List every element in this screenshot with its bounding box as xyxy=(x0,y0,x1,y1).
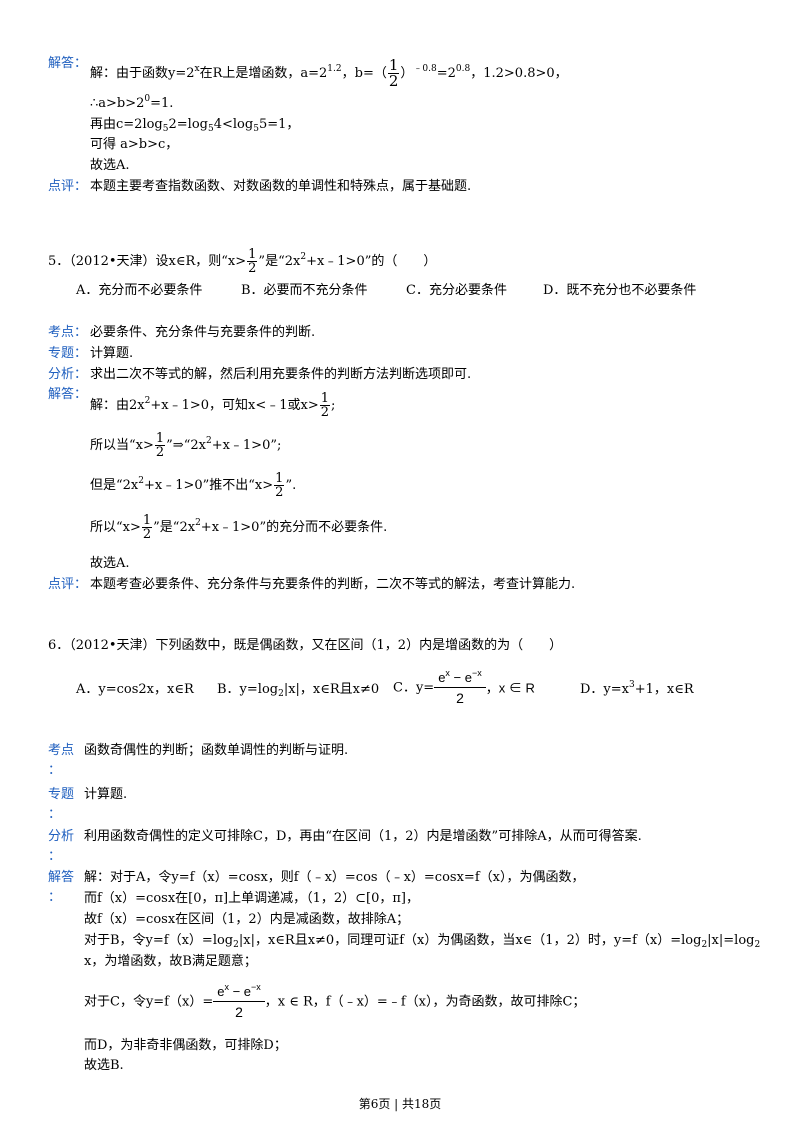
kaodian-label: 考点 xyxy=(48,743,75,758)
jieda-label: 解答： xyxy=(48,387,88,402)
option-d: D．既不充分也不必要条件 xyxy=(543,283,697,298)
fenxi-label: 分析 xyxy=(48,829,75,844)
dianping-label: 点评： xyxy=(48,577,88,592)
solution-line: 可得 a>b>c， xyxy=(90,137,179,152)
fenxi-text: 利用函数奇偶性的定义可排除C，D，再由“在区间（1，2）内是增函数”可排除A，从… xyxy=(84,829,642,844)
solution-line: 再由c=2log52=log54<log55=1， xyxy=(90,117,300,134)
dianping-text: 本题考查必要条件、充分条件与充要条件的判断，二次不等式的解法，考查计算能力. xyxy=(90,577,576,592)
jieda-label: 解答 xyxy=(48,870,75,885)
solution-line: 故f（x）=cosx在区间（1，2）内是减函数，故排除A； xyxy=(84,912,410,927)
option-a: A．充分而不必要条件 xyxy=(76,283,203,298)
zhuanti-text: 计算题. xyxy=(90,346,134,361)
solution-line: 故选B. xyxy=(84,1058,124,1073)
label-colon: ： xyxy=(48,807,62,822)
solution-line: x，为增函数，故B满足题意； xyxy=(84,954,257,969)
dianping-label: 点评： xyxy=(48,179,88,194)
kaodian-label: 考点： xyxy=(48,325,88,340)
option-b: B．y=log2|x|，x∈R且x≠0 xyxy=(217,682,380,699)
solution-line: 故选A. xyxy=(90,158,130,173)
label-colon: ： xyxy=(48,890,62,905)
solution-line: 故选A. xyxy=(90,556,130,571)
kaodian-text: 函数奇偶性的判断；函数单调性的判断与证明. xyxy=(84,743,349,758)
fenxi-label: 分析： xyxy=(48,367,88,382)
zhuanti-text: 计算题. xyxy=(84,787,128,802)
fenxi-text: 求出二次不等式的解，然后利用充要条件的判断方法判断选项即可. xyxy=(90,367,472,382)
kaodian-text: 必要条件、充分条件与充要条件的判断. xyxy=(90,325,316,340)
zhuanti-label: 专题 xyxy=(48,787,75,802)
solution-line: 而D，为非奇非偶函数，可排除D； xyxy=(84,1038,287,1053)
solution-line: 解：对于A，令y=f（x）=cosx，则f（﹣x）=cos（﹣x）=cosx=f… xyxy=(84,870,585,885)
solution-line: ∴a>b>20=1. xyxy=(90,94,174,112)
question-stem: 6．（2012•天津）下列函数中，既是偶函数，又在区间（1，2）内是增函数的为（… xyxy=(48,638,563,653)
solution-line: 对于B，令y=f（x）=log2|x|，x∈R且x≠0，同理可证f（x）为偶函数… xyxy=(84,933,761,950)
jieda-label: 解答： xyxy=(48,56,88,71)
solution-line: 而f（x）=cosx在[0，π]上单调递减，（1，2）⊂[0，π]， xyxy=(84,891,419,906)
page-footer: 第6页 | 共18页 xyxy=(358,1097,442,1111)
option-c: C．充分必要条件 xyxy=(406,283,507,298)
zhuanti-label: 专题： xyxy=(48,346,88,361)
option-b: B．必要而不充分条件 xyxy=(241,283,368,298)
dianping-text: 本题主要考查指数函数、对数函数的单调性和特殊点，属于基础题. xyxy=(90,179,472,194)
label-colon: ： xyxy=(48,849,62,864)
option-a: A．y=cos2x，x∈R xyxy=(76,682,194,697)
option-d: D．y=x3+1，x∈R xyxy=(580,680,694,698)
label-colon: ： xyxy=(48,763,62,778)
